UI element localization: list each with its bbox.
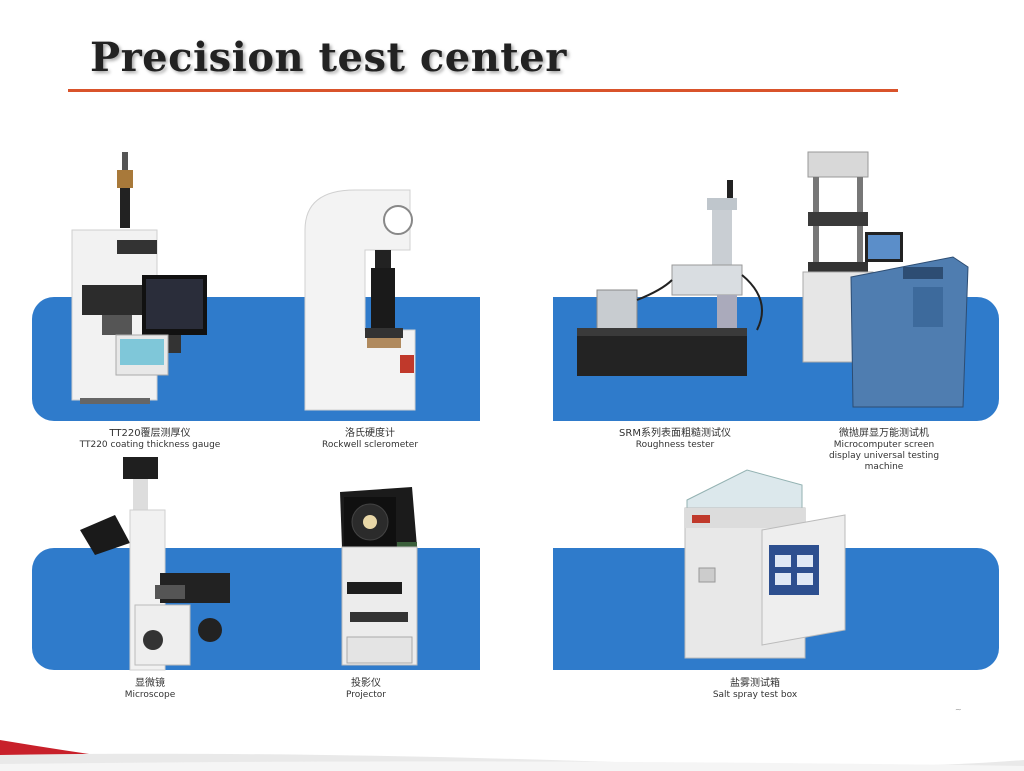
caption-en: Projector — [346, 690, 386, 700]
caption-coating-thickness-gauge: TT220覆层测厚仪 TT220 coating thickness gauge — [60, 428, 240, 451]
caption-universal-testing-machine: 微抛屏显万能测试机 Microcomputer screen display u… — [822, 428, 946, 473]
caption-zh: 微抛屏显万能测试机 — [839, 428, 929, 439]
caption-roughness-tester: SRM系列表面粗糙测试仪 Roughness tester — [590, 428, 760, 451]
caption-en: Microcomputer screen display universal t… — [828, 440, 940, 472]
page-title: Precision test center — [90, 34, 567, 81]
caption-en: Roughness tester — [635, 440, 715, 450]
caption-zh: 洛氏硬度计 — [345, 428, 395, 439]
caption-en: Rockwell sclerometer — [321, 440, 419, 450]
coating-thickness-gauge-icon — [71, 152, 207, 404]
salt-spray-box-icon — [684, 469, 846, 659]
caption-rockwell: 洛氏硬度计 Rockwell sclerometer — [300, 428, 440, 451]
caption-zh: SRM系列表面粗糙测试仪 — [619, 428, 731, 439]
microscope-icon — [80, 457, 230, 671]
caption-en: Salt spray test box — [712, 690, 798, 700]
caption-zh: 显微镜 — [135, 678, 165, 689]
title-underline — [68, 89, 898, 92]
caption-salt-spray-box: 盐雾测试箱 Salt spray test box — [680, 678, 830, 701]
universal-testing-machine-icon — [802, 151, 969, 408]
projector-icon — [340, 487, 418, 666]
caption-en: TT220 coating thickness gauge — [79, 440, 221, 450]
roughness-tester-icon — [577, 180, 763, 376]
caption-zh: 投影仪 — [351, 678, 381, 689]
caption-microscope: 显微镜 Microscope — [95, 678, 205, 701]
caption-en: Microscope — [124, 690, 176, 700]
page-number: ~ — [955, 705, 962, 714]
caption-zh: TT220覆层测厚仪 — [109, 428, 191, 439]
rockwell-hardness-tester-icon — [304, 189, 416, 411]
footer-swoosh-decoration — [0, 740, 1024, 771]
caption-zh: 盐雾测试箱 — [730, 678, 780, 689]
caption-projector: 投影仪 Projector — [316, 678, 416, 701]
